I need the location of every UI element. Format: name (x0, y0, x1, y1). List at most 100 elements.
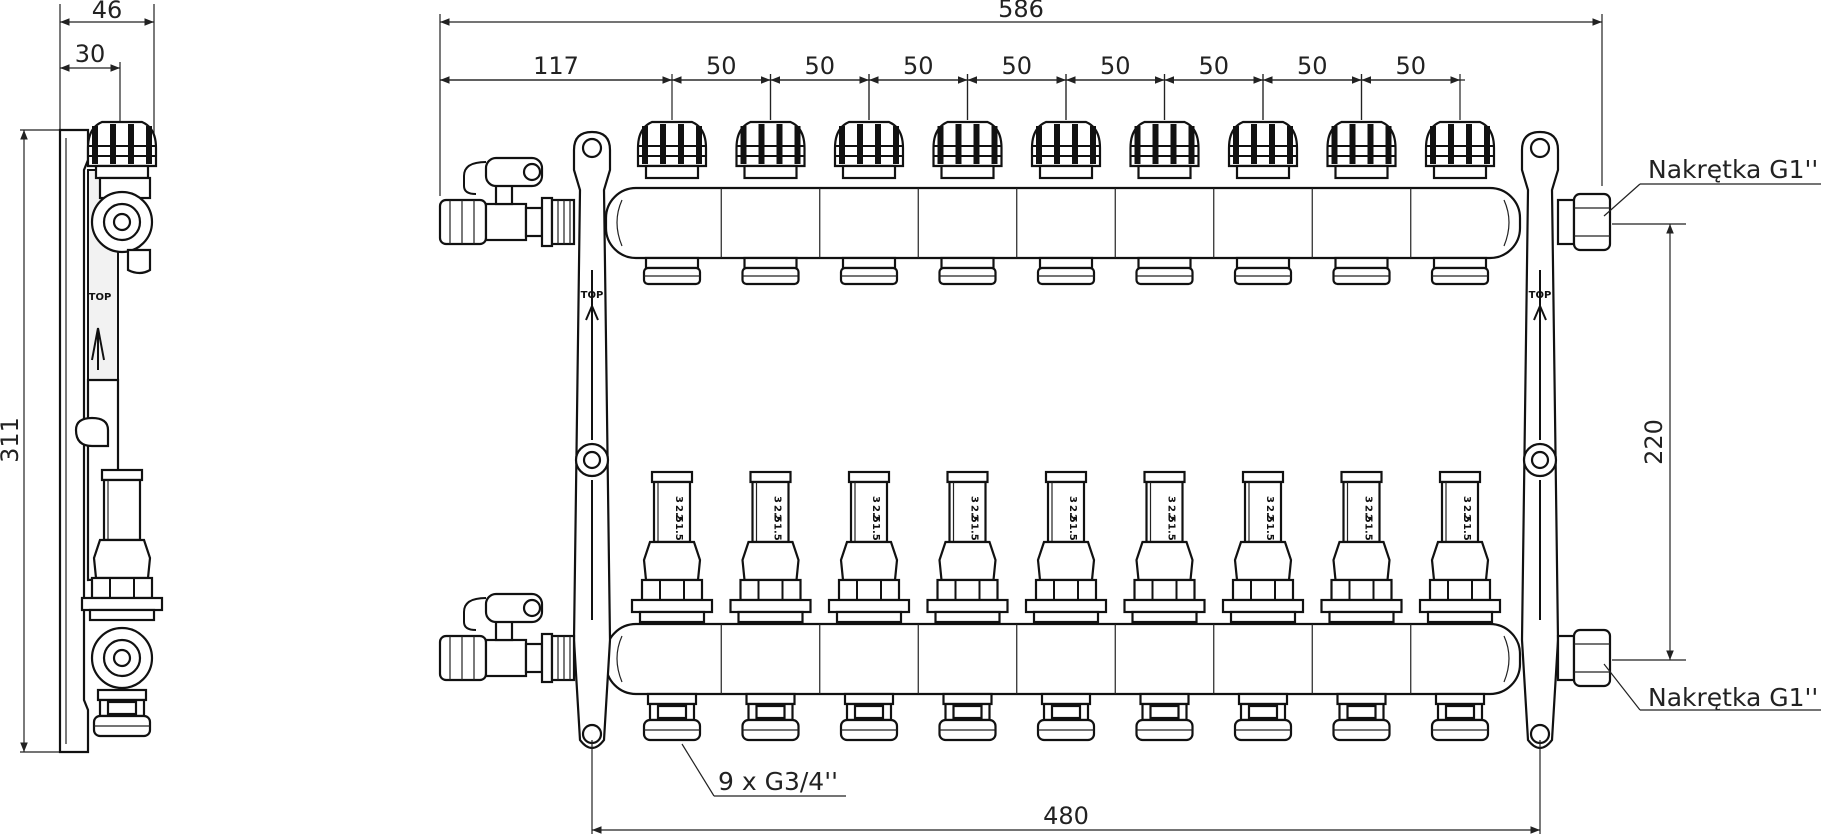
dim-mount-width: 480 (1043, 802, 1089, 830)
left-top-marker: TOP (581, 290, 604, 301)
top-outlet (642, 256, 702, 286)
flowmeter (1418, 470, 1502, 624)
top-outlet (741, 256, 800, 286)
flowmeter (1221, 470, 1305, 624)
dim-spacing: 50 (1297, 52, 1328, 80)
dim-side-offset: 30 (75, 40, 106, 68)
top-outlet (938, 256, 997, 286)
top-end-nut (1556, 192, 1612, 252)
valve-cap (1424, 120, 1496, 180)
flowmeter-scale-text: 2.5 (1166, 505, 1177, 523)
top-outlet (839, 256, 899, 286)
bottom-end-nut (1556, 628, 1612, 688)
flowmeter-scale-text: 2 (673, 514, 684, 521)
flowmeter-scale-text: 2.5 (1461, 505, 1472, 523)
valve-cap (735, 120, 806, 180)
valve-cap (1129, 120, 1200, 180)
flowmeter-scale-text: 1.5 (1166, 523, 1177, 541)
flowmeter-scale-text: 1.5 (1067, 523, 1078, 541)
flowmeter-scale-text: 3 (1264, 496, 1275, 503)
bottom-outlet (1233, 692, 1293, 742)
flowmeter-scale-text: 3 (1166, 496, 1177, 503)
flowmeter-scale-labels: 32.521.532.521.532.521.532.521.532.521.5… (673, 496, 1472, 541)
label-outlets: 9 x G3/4'' (718, 767, 838, 796)
right-mounting-bracket: TOP (1520, 130, 1560, 750)
side-top-marker: TOP (89, 292, 112, 303)
flowmeter-scale-text: 2.5 (870, 505, 881, 523)
flowmeter-scale-text: 3 (673, 496, 684, 503)
dim-pipe-spacing: 220 (1640, 419, 1668, 465)
top-valve-caps (636, 120, 1496, 180)
flowmeter-scale-text: 1.5 (969, 523, 980, 541)
bottom-outlet (741, 692, 800, 742)
dim-spacing: 50 (1100, 52, 1131, 80)
valve-cap (932, 120, 1003, 180)
flowmeter (630, 470, 714, 624)
dim-spacing: 50 (706, 52, 737, 80)
flowmeter-scale-text: 1.5 (673, 523, 684, 541)
side-view: 46 30 311 TOP (0, 0, 164, 754)
flowmeter-scale-text: 3 (1067, 496, 1078, 503)
bottom-ball-valve (438, 592, 576, 684)
flowmeter-scale-text: 3 (870, 496, 881, 503)
dim-side-width: 46 (92, 0, 123, 24)
flowmeter-scale-text: 2 (969, 514, 980, 521)
label-bottom-nut: Nakrętka G1'' (1648, 683, 1818, 712)
top-outlets (642, 256, 1490, 286)
flowmeter-scale-text: 1.5 (1264, 523, 1275, 541)
flowmeter-scale-text: 3 (1461, 496, 1472, 503)
flowmeter-scale-text: 2 (1363, 514, 1374, 521)
valve-cap (636, 120, 708, 180)
flowmeter (926, 470, 1009, 624)
bottom-outlet (642, 692, 702, 742)
flowmeter-scale-text: 2.5 (772, 505, 783, 523)
dim-spacing: 50 (804, 52, 835, 80)
dim-spacing: 50 (1001, 52, 1032, 80)
top-outlet (1036, 256, 1096, 286)
flowmeter-scale-text: 2.5 (969, 505, 980, 523)
valve-cap (1326, 120, 1397, 180)
valve-cap (1030, 120, 1102, 180)
bottom-outlets (642, 692, 1490, 742)
flowmeter-scale-text: 2.5 (673, 505, 684, 523)
bottom-outlet (938, 692, 997, 742)
bottom-outlet (1430, 692, 1490, 742)
flowmeter-scale-text: 3 (969, 496, 980, 503)
flowmeter-scale-text: 2 (1264, 514, 1275, 521)
dim-spacing: 50 (1395, 52, 1426, 80)
flowmeter (729, 470, 812, 624)
valve-cap (1227, 120, 1299, 180)
flowmeter-scale-text: 2 (870, 514, 881, 521)
flowmeter (1123, 470, 1206, 624)
dim-first-offset: 117 (533, 52, 579, 80)
flowmeter (1320, 470, 1403, 624)
flowmeter-scale-text: 2.5 (1264, 505, 1275, 523)
flowmeter-scale-text: 2 (1067, 514, 1078, 521)
flowmeter-scale-text: 3 (772, 496, 783, 503)
flowmeter-scale-text: 1.5 (1363, 523, 1374, 541)
dim-spacing: 50 (903, 52, 934, 80)
flowmeter-scale-text: 2 (1166, 514, 1177, 521)
bottom-outlet (1036, 692, 1096, 742)
flowmeter-scale-text: 2 (772, 514, 783, 521)
left-mounting-bracket: TOP (572, 130, 612, 750)
flowmeters (630, 470, 1502, 624)
top-outlet (1233, 256, 1293, 286)
dim-side-height: 311 (0, 417, 24, 463)
top-outlet (1332, 256, 1391, 286)
right-top-marker: TOP (1529, 290, 1552, 301)
flowmeter-scale-text: 3 (1363, 496, 1374, 503)
top-outlet (1430, 256, 1490, 286)
valve-cap (833, 120, 905, 180)
flowmeter (1024, 470, 1108, 624)
flowmeter (827, 470, 911, 624)
flowmeter-scale-text: 1.5 (1461, 523, 1472, 541)
flowmeter-scale-text: 1.5 (772, 523, 783, 541)
top-ball-valve (438, 156, 576, 248)
flowmeter-scale-text: 2 (1461, 514, 1472, 521)
top-outlet (1135, 256, 1194, 286)
flowmeter-scale-text: 2.5 (1067, 505, 1078, 523)
dim-overall-width: 586 (998, 0, 1044, 23)
